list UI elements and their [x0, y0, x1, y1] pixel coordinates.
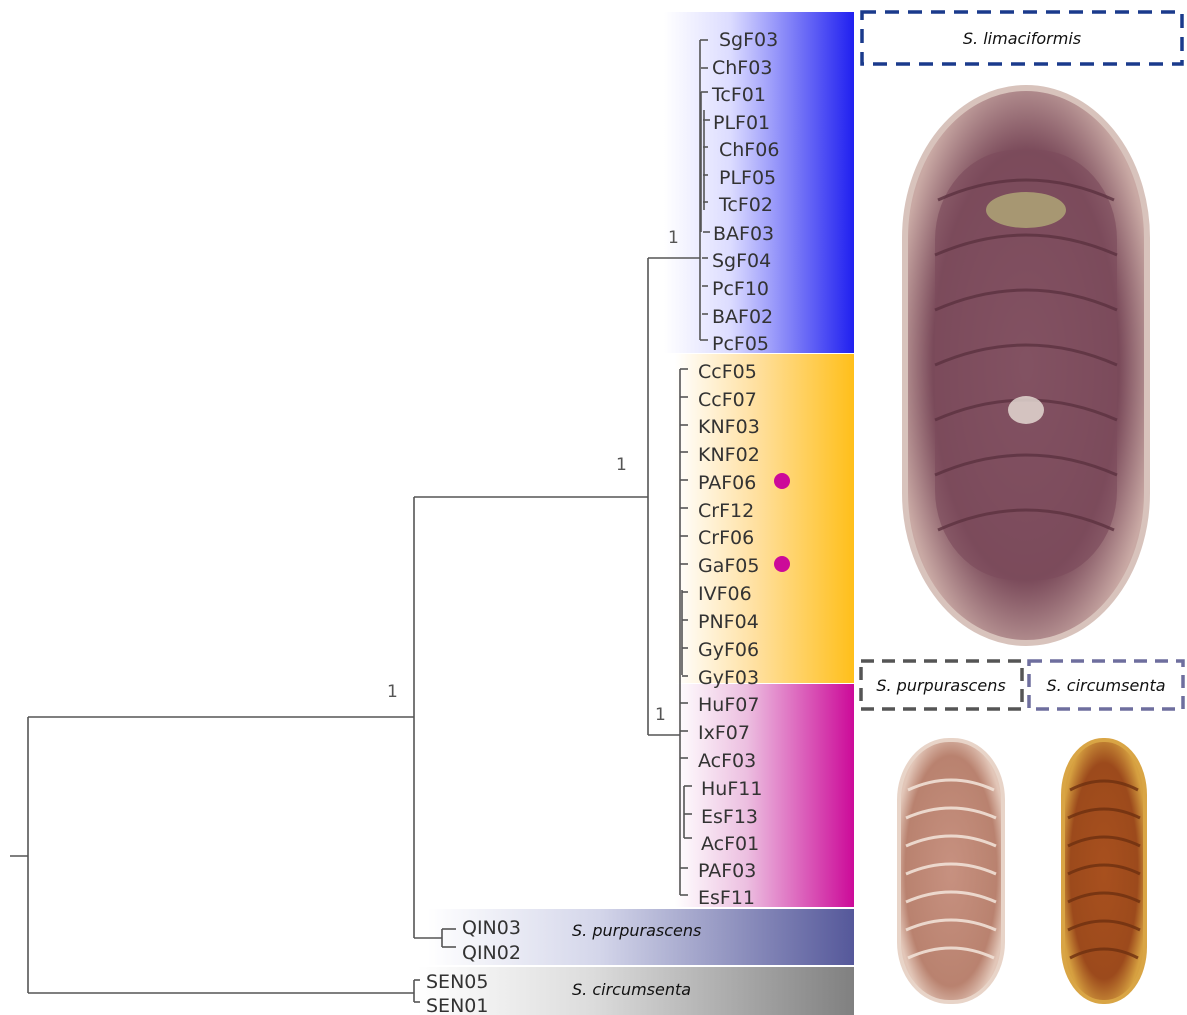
leaf-label: GaF05 — [698, 555, 759, 577]
leaf-label: AcF01 — [701, 833, 759, 855]
leaf-label: EsF13 — [701, 806, 758, 828]
leaf-label: PcF05 — [712, 333, 769, 355]
leaf-label: TcF02 — [718, 194, 773, 216]
leaf-label: IVF06 — [698, 583, 752, 605]
leaf-label: SEN01 — [426, 995, 488, 1015]
leaf-label: CrF06 — [698, 527, 754, 549]
leaf-label: PNF04 — [698, 611, 759, 633]
sample-marker — [774, 473, 790, 489]
leaf-label: HuF11 — [701, 778, 762, 800]
leaf-label: QIN02 — [462, 942, 521, 964]
species-box-circumsenta-label: S. circumsenta — [1046, 676, 1165, 695]
support-value-ingroup: 1 — [616, 455, 627, 475]
leaf-label: ChF06 — [719, 139, 779, 161]
support-value-limaciformis-group: 1 — [387, 682, 398, 702]
leaf-label: KNF03 — [698, 416, 760, 438]
leaf-label: AcF03 — [698, 750, 756, 772]
chiton-image-purpurascens — [899, 740, 1003, 1002]
sample-marker — [774, 556, 790, 572]
leaf-label: CrF12 — [698, 500, 754, 522]
tree-branches — [10, 40, 710, 1002]
support-value-magenta-clade: 1 — [655, 705, 666, 725]
leaf-label: PLF01 — [713, 112, 770, 134]
leaf-label: SgF03 — [719, 29, 778, 51]
leaf-label: IxF07 — [698, 722, 750, 744]
leaf-label: CcF05 — [698, 361, 757, 383]
leaf-label: KNF02 — [698, 444, 760, 466]
leaf-label: SEN05 — [426, 971, 488, 993]
leaf-label: PAF03 — [698, 860, 756, 882]
clade-label-purpurascens: S. purpurascens — [572, 921, 701, 940]
leaf-label: BAF02 — [712, 306, 773, 328]
leaf-label: SgF04 — [712, 250, 771, 272]
leaf-label: ChF03 — [712, 57, 772, 79]
chiton-image-circumsenta — [1063, 740, 1145, 1002]
leaf-label: BAF03 — [713, 223, 774, 245]
leaf-label: HuF07 — [698, 694, 759, 716]
leaf-label: PAF06 — [698, 472, 756, 494]
clade-label-circumsenta: S. circumsenta — [572, 980, 691, 999]
leaf-label: GyF03 — [698, 667, 759, 689]
leaf-label: TcF01 — [711, 84, 766, 106]
species-box-purpurascens-label: S. purpurascens — [876, 676, 1005, 695]
leaf-label: CcF07 — [698, 389, 757, 411]
leaf-label: PLF05 — [719, 167, 776, 189]
species-box-limaciformis-label: S. limaciformis — [963, 29, 1081, 48]
leaf-label: QIN03 — [462, 917, 521, 939]
chiton-image-limaciformis — [905, 88, 1147, 643]
support-value-blue-clade: 1 — [668, 228, 679, 248]
leaf-label: GyF06 — [698, 639, 759, 661]
leaf-label: EsF11 — [698, 887, 755, 909]
leaf-label: PcF10 — [712, 278, 769, 300]
